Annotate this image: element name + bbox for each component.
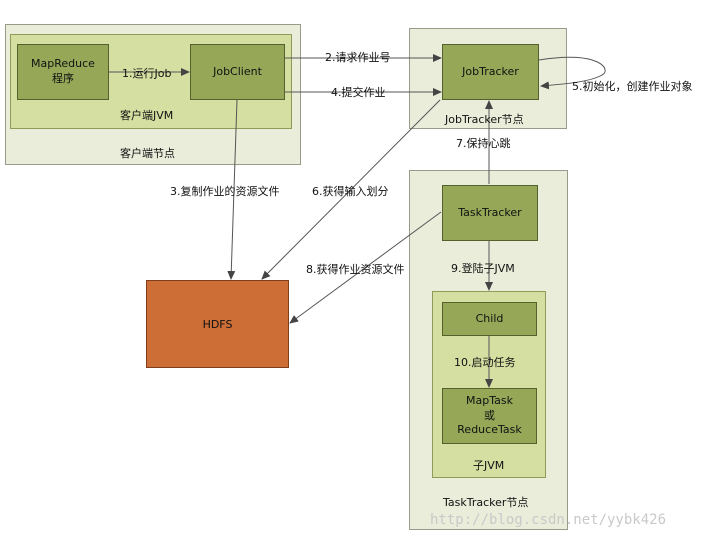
edge-label-get-resources: 8.获得作业资源文件 (306, 263, 405, 276)
maptask-box: MapTask 或 ReduceTask (442, 388, 537, 444)
edge-label-start-task: 10.启动任务 (454, 356, 516, 369)
hdfs-box: HDFS (146, 280, 289, 368)
maptask-line2: 或 (484, 408, 495, 422)
edge-label-get-splits: 6.获得输入划分 (312, 185, 389, 198)
tasktracker-node-label: TaskTracker节点 (443, 496, 529, 509)
edge-copy-resources (227, 99, 238, 280)
client-jvm-label: 客户端JVM (120, 109, 174, 122)
maptask-line1: MapTask (466, 393, 513, 407)
edge-label-submit-job: 4.提交作业 (331, 86, 386, 99)
edge-label-heartbeat: 7.保持心跳 (456, 137, 511, 150)
jobclient-node: JobClient (190, 44, 285, 100)
watermark-url: http://blog.csdn.net/yybk426 (430, 512, 667, 528)
edge-get-splits (261, 99, 441, 280)
edge-label-run-job: 1.运行Job (122, 67, 172, 80)
mapreduce-program-line1: MapReduce (31, 57, 95, 71)
edge-label-init-job: 5.初始化，创建作业对象 (572, 80, 693, 93)
mapreduce-program-line2: 程序 (52, 72, 74, 85)
child-box: Child (442, 302, 537, 336)
tasktracker-box: TaskTracker (442, 185, 538, 241)
jobtracker-box: JobTracker (442, 44, 539, 100)
mapreduce-program-node: MapReduce 程序 (17, 44, 109, 100)
edge-label-request-job-id: 2.请求作业号 (325, 51, 391, 64)
maptask-line3: ReduceTask (457, 423, 522, 437)
edge-label-launch-child-jvm: 9.登陆子JVM (451, 262, 515, 275)
jobtracker-node-label: JobTracker节点 (445, 113, 524, 126)
edge-label-copy-resources: 3.复制作业的资源文件 (170, 185, 280, 198)
edge-get-resources (289, 211, 442, 324)
client-node-label: 客户端节点 (120, 147, 175, 160)
child-jvm-label: 子JVM (473, 459, 505, 472)
edge-init-job (538, 56, 606, 90)
